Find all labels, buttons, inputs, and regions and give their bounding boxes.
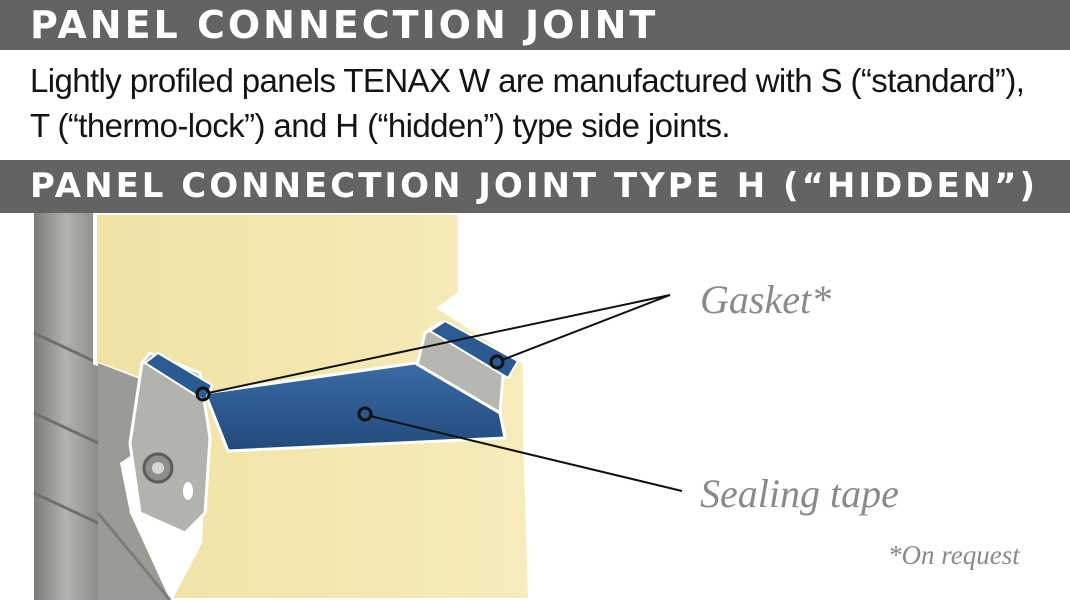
joint-illustration — [33, 213, 683, 600]
sealing-tape-marker — [357, 406, 373, 422]
gasket-right-shape — [428, 319, 520, 380]
gasket-right-marker — [489, 354, 505, 370]
intro-line-1: Lightly profiled panels TENAX W are manu… — [30, 62, 1025, 99]
left-panel-steel-face — [34, 213, 98, 600]
gasket-leader-left — [207, 294, 671, 394]
sealing-tape-leader — [369, 415, 683, 492]
left-panel-shell — [98, 363, 170, 600]
sealing-tape-shape — [202, 361, 507, 453]
gasket-left-shape — [143, 351, 214, 403]
sealing-tape-label: Sealing tape — [700, 471, 899, 516]
page-title: PANEL CONNECTION JOINT — [0, 0, 1070, 50]
on-request-note: *On request — [888, 540, 1020, 570]
gasket-leader-right — [501, 294, 671, 361]
gasket-left-marker — [195, 386, 211, 402]
intro-line-2: T (“thermo-lock”) and H (“hidden”) type … — [30, 107, 731, 144]
section-title: PANEL CONNECTION JOINT TYPE H (“HIDDEN”) — [0, 160, 1070, 213]
gasket-label: Gasket* — [700, 277, 832, 322]
intro-text: Lightly profiled panels TENAX W are manu… — [30, 58, 1060, 148]
